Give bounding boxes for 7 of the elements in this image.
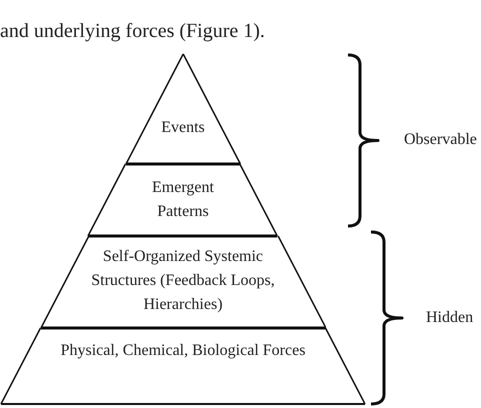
- brace-label: Observable: [404, 130, 477, 150]
- tier-label: Physical, Chemical, Biological Forces: [60, 341, 306, 361]
- body-text: and underlying forces (Figure 1).: [0, 19, 265, 43]
- brace-label: Hidden: [426, 308, 474, 328]
- tier-label: Events: [161, 118, 205, 138]
- tier-label: Emergent Patterns: [151, 178, 215, 222]
- tier-label: Self-Organized Systemic Structures (Feedback Loops, Hierarchies): [90, 247, 276, 315]
